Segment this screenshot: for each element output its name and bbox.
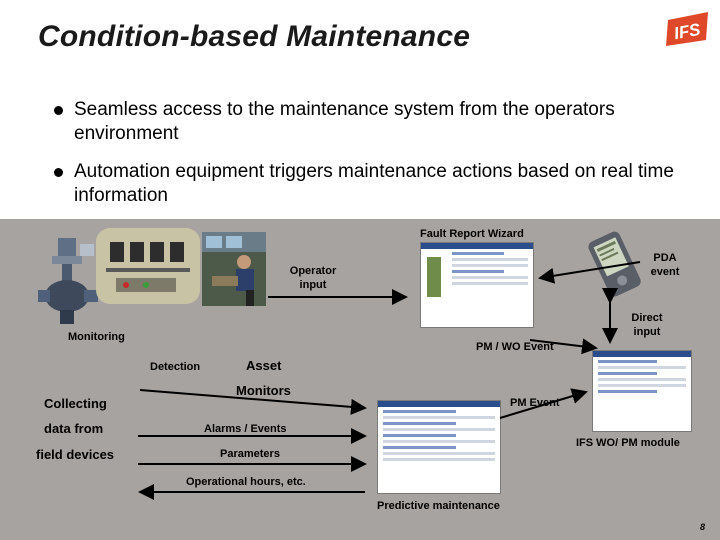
ifs-logo: IFS — [666, 12, 708, 46]
slide-title: Condition-based Maintenance — [38, 20, 471, 53]
predictive-maintenance-screenshot — [377, 400, 501, 494]
row-placeholder — [383, 422, 457, 425]
operator-input-label: Operator input — [289, 265, 337, 291]
operator-photo — [202, 232, 266, 306]
svg-text:IFS: IFS — [673, 20, 703, 43]
ifs-module-screenshot — [592, 350, 692, 432]
field-valve-image — [38, 238, 98, 324]
row-placeholder — [452, 276, 528, 279]
collecting-label: Collecting — [44, 396, 107, 411]
window-title-bar — [593, 351, 691, 357]
asset-label: Asset — [246, 358, 282, 373]
row-placeholder — [383, 434, 457, 437]
operational-hours-label: Operational hours, etc. — [186, 476, 306, 488]
row-placeholder — [452, 270, 504, 273]
pm-event-label: PM Event — [510, 397, 560, 409]
pda-event-label: PDA event — [650, 252, 680, 278]
row-placeholder — [598, 360, 657, 363]
bullet-item: Automation equipment triggers maintenanc… — [54, 160, 694, 208]
row-placeholder — [598, 366, 686, 369]
bullet-dot-icon — [54, 106, 63, 115]
window-title-bar — [378, 401, 500, 407]
predictive-maintenance-label: Predictive maintenance — [377, 500, 500, 512]
window-title-bar — [421, 243, 533, 249]
pm-wo-event-label: PM / WO Event — [476, 341, 554, 353]
bullet-item: Seamless access to the maintenance syste… — [54, 98, 694, 146]
data-from-label: data from — [44, 421, 104, 436]
row-placeholder — [383, 452, 495, 455]
bullet-text: Automation equipment triggers maintenanc… — [74, 161, 674, 206]
row-placeholder — [383, 440, 495, 443]
control-panel-image — [96, 228, 200, 304]
detection-label: Detection — [150, 361, 201, 373]
bullet-dot-icon — [54, 168, 63, 177]
monitoring-label: Monitoring — [68, 331, 125, 343]
row-placeholder — [598, 390, 657, 393]
fault-report-wizard-label: Fault Report Wizard — [420, 228, 524, 240]
row-placeholder — [598, 384, 686, 387]
row-placeholder — [452, 258, 528, 261]
row-placeholder — [598, 372, 657, 375]
row-placeholder — [452, 282, 528, 285]
row-placeholder — [452, 264, 528, 267]
monitors-label: Monitors — [236, 383, 291, 398]
pda-image — [588, 231, 641, 297]
row-placeholder — [452, 252, 504, 255]
row-placeholder — [383, 458, 495, 461]
row-placeholder — [383, 416, 495, 419]
fault-report-wizard-screenshot — [420, 242, 534, 328]
row-placeholder — [598, 378, 686, 381]
bullet-list: Seamless access to the maintenance syste… — [54, 98, 694, 218]
alarms-events-label: Alarms / Events — [204, 423, 287, 435]
parameters-label: Parameters — [220, 448, 280, 460]
row-placeholder — [383, 410, 457, 413]
row-placeholder — [383, 428, 495, 431]
ifs-module-label: IFS WO/ PM module — [576, 437, 680, 449]
field-devices-label: field devices — [36, 447, 115, 462]
direct-input-label: Direct input — [631, 312, 663, 338]
wizard-image — [427, 257, 441, 297]
bullet-text: Seamless access to the maintenance syste… — [74, 99, 615, 144]
row-placeholder — [383, 446, 457, 449]
page-number: 8 — [700, 522, 706, 532]
